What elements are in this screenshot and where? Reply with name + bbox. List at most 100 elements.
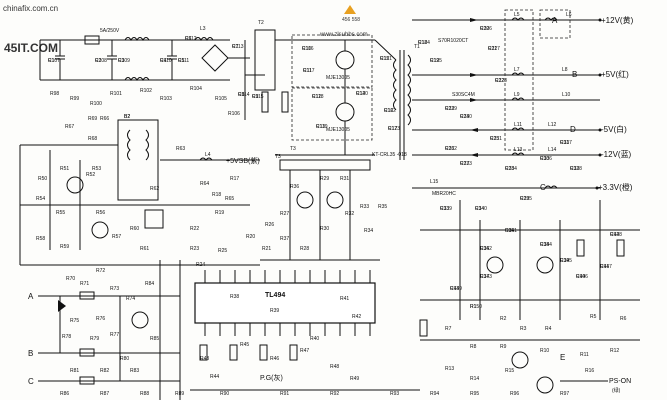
component-ref: R78 — [62, 334, 71, 340]
component-ref: C31 — [560, 140, 569, 146]
component-ref: R63 — [176, 146, 185, 152]
component-ref: R70 — [66, 276, 75, 282]
output-labels: A +12V(黄) B +5V(红) D -5V(白) -12V(蓝) C +3… — [540, 15, 634, 192]
component-ref: R84 — [145, 281, 154, 287]
component-ref: R72 — [96, 268, 105, 274]
component-ref: R51 — [60, 166, 69, 172]
component-ref: R57 — [112, 234, 121, 240]
component-ref: R126 — [480, 26, 492, 32]
component-ref: C25 — [490, 136, 499, 142]
component-ref: C21 — [488, 46, 497, 52]
component-ref: R41 — [340, 296, 349, 302]
protection-circuit: A B C P.G(灰) — [28, 260, 420, 400]
component-ref: R52 — [86, 172, 95, 178]
component-ref: R94 — [430, 391, 439, 397]
component-ref: C28 — [505, 166, 514, 172]
component-ref: C24 — [460, 114, 469, 120]
component-ref: R61 — [140, 246, 149, 252]
fuse-label: 5A/250V — [100, 28, 120, 34]
component-ref: R23 — [190, 246, 199, 252]
component-ref: R59 — [60, 244, 69, 250]
ic-label: TL494 — [265, 292, 285, 299]
component-ref: R93 — [390, 391, 399, 397]
component-ref: R88 — [140, 391, 149, 397]
component-ref: R13 — [445, 366, 454, 372]
component-ref: C11 — [303, 68, 312, 74]
component-ref: R133 — [460, 161, 472, 167]
inductor-label: L15 — [430, 179, 439, 185]
inductor-label: L5 — [514, 12, 520, 18]
component-ref: R106 — [228, 111, 240, 117]
component-ref: R68 — [88, 136, 97, 142]
component-ref: R83 — [130, 368, 139, 374]
component-ref: R132 — [445, 146, 457, 152]
component-ref: R120 — [356, 91, 368, 97]
component-ref: R16 — [585, 368, 594, 374]
component-ref: R45 — [240, 342, 249, 348]
pg-label: P.G(灰) — [260, 373, 283, 382]
component-ref: C32 — [570, 166, 579, 172]
component-ref: R62 — [150, 186, 159, 192]
component-ref: R32 — [345, 211, 354, 217]
rect3-label: MBR20HC — [432, 191, 456, 197]
component-ref: C26 — [445, 146, 454, 152]
component-ref: C9 — [252, 94, 259, 100]
component-ref: R42 — [352, 314, 361, 320]
input-filter: 5A/250V L3 — [39, 26, 265, 120]
component-ref: R38 — [230, 294, 239, 300]
component-ref: R74 — [126, 296, 135, 302]
component-ref: R29 — [320, 176, 329, 182]
component-ref: C16 — [384, 108, 393, 114]
connector-a-bottom: A — [28, 292, 34, 301]
component-ref: R124 — [418, 40, 430, 46]
rect1-label: S70R1020CT — [438, 38, 468, 44]
component-ref: R111 — [178, 58, 189, 64]
transformer-ref: T1 — [414, 44, 420, 50]
component-ref: C42 — [610, 232, 619, 238]
inductor-label: L12 — [548, 122, 557, 128]
component-ref: R4 — [545, 326, 552, 332]
component-ref: R147 — [600, 264, 612, 270]
component-ref: R47 — [300, 348, 309, 354]
component-ref: C34 — [475, 206, 484, 212]
connector-b-bottom: B — [28, 349, 33, 358]
inductor-label: L7 — [514, 67, 520, 73]
transformer-label: KT-CRL35 -018 — [372, 152, 407, 158]
standby-transformer-label: B2 — [124, 114, 130, 120]
component-ref: C27 — [460, 161, 469, 167]
tl494-ic[interactable]: TL494 — [194, 270, 376, 336]
component-ref: R134 — [505, 166, 517, 172]
component-ref: R17 — [230, 176, 239, 182]
component-ref: R12 — [610, 348, 619, 354]
component-ref: R123 — [388, 126, 400, 132]
component-ref: R64 — [200, 181, 209, 187]
watermark-center-num: 456 558 — [342, 17, 360, 23]
half-bridge: MJE13005 MJE13005 — [254, 29, 375, 156]
driver-transformer: T3 — [260, 154, 380, 261]
component-ref: R97 — [560, 391, 569, 397]
component-ref: R27 — [280, 211, 289, 217]
component-ref: C30 — [540, 156, 549, 162]
component-ref: R9 — [500, 344, 507, 350]
component-ref: C4 — [160, 58, 167, 64]
component-ref: R95 — [470, 391, 479, 397]
component-ref: C29 — [520, 196, 529, 202]
component-ref: R145 — [560, 258, 572, 264]
component-ref: R73 — [110, 286, 119, 292]
inductor-label: L14 — [548, 147, 557, 153]
component-ref: R86 — [60, 391, 69, 397]
component-ref: R2 — [500, 316, 507, 322]
component-ref: R129 — [445, 106, 457, 112]
output-plus33: +3.3V(橙) — [598, 182, 633, 192]
component-ref: R117 — [303, 68, 315, 74]
component-ref: R136 — [540, 156, 552, 162]
component-ref: C2 — [95, 58, 102, 64]
connector-a-top: A — [552, 16, 558, 25]
component-ref: R131 — [490, 136, 502, 142]
inductor-label: L11 — [514, 122, 522, 128]
component-ref: R108 — [95, 58, 107, 64]
output-plus5vsb: +5VSB(紫) — [226, 157, 260, 165]
component-ref: R82 — [100, 368, 109, 374]
component-ref: R3 — [520, 326, 527, 332]
